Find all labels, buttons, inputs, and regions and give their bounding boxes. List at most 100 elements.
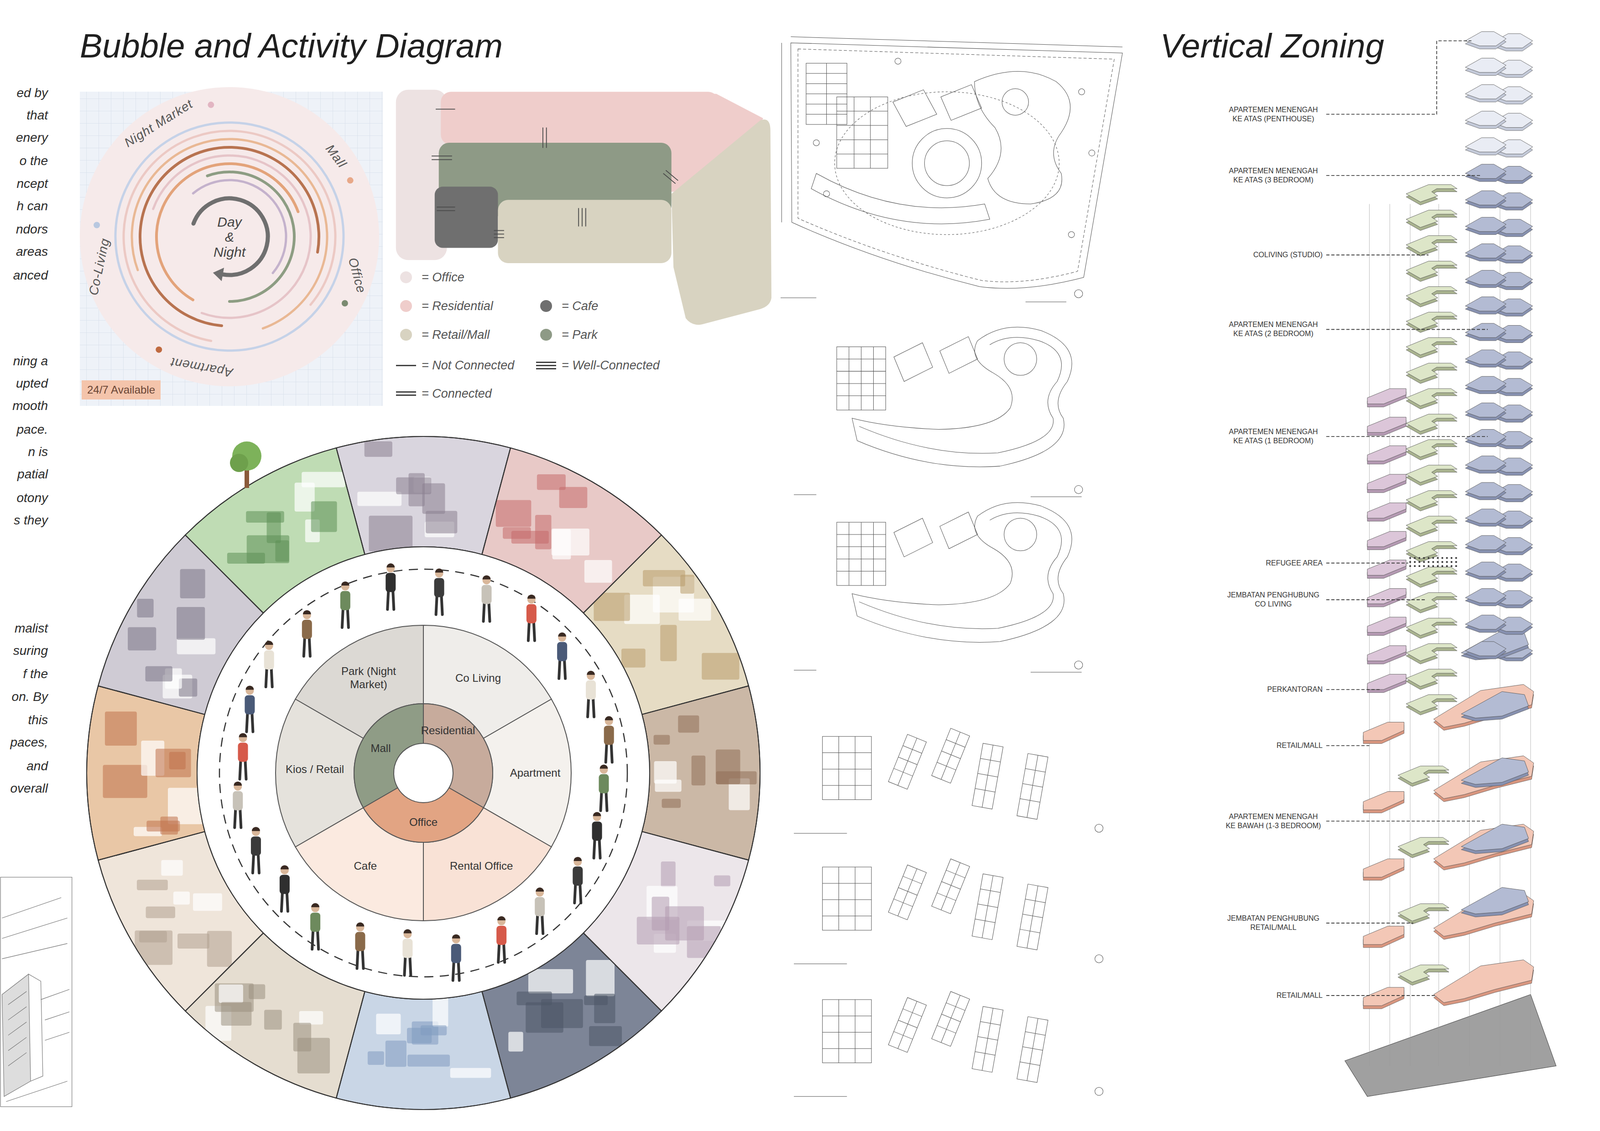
- vertical-zoning-model: [1406, 490, 1458, 509]
- vertical-zoning-model: [1465, 297, 1507, 312]
- legend-label: = Not Connected: [421, 357, 515, 374]
- floor-plan: [888, 734, 927, 790]
- illustration-panel: [205, 983, 330, 1074]
- legend-swatch: [400, 300, 412, 313]
- person-figure: [404, 957, 406, 976]
- zone-callout: REFUGEE AREA: [1266, 558, 1323, 569]
- floor-plan: [888, 734, 927, 790]
- leader-line: [1326, 599, 1427, 601]
- day-night-rings: [93, 222, 100, 229]
- person-figure: [481, 575, 492, 622]
- person-figure: [600, 792, 602, 812]
- person-figure: [385, 573, 396, 593]
- bubble-diagram: [665, 170, 678, 181]
- person-figure: [234, 809, 236, 829]
- person-figure: [250, 827, 261, 874]
- illustration-panel: [559, 487, 588, 509]
- vertical-zoning-model: [1465, 323, 1507, 338]
- illustration-panel: [293, 1023, 312, 1053]
- floor-plan: [859, 337, 1062, 454]
- person-figure: [579, 885, 581, 904]
- person-figure: [252, 854, 254, 874]
- person-figure: [593, 698, 595, 718]
- legend-swatch: [400, 328, 412, 341]
- person-figure: [586, 671, 595, 676]
- section-title: Vertical Zoning: [1160, 26, 1385, 66]
- vertical-zoning-model: [1406, 235, 1458, 254]
- vertical-zoning-model: [1465, 190, 1507, 205]
- bubble-diagram: [396, 89, 772, 325]
- zone-callout: APARTEMEN MENENGAH KE ATAS (3 BEDROOM): [1224, 166, 1323, 185]
- segment-label: Apartment: [510, 766, 561, 781]
- person-figure: [244, 685, 255, 732]
- illustration-panel: [220, 1002, 252, 1027]
- context-sketch: [1, 897, 70, 1102]
- vertical-zoning-model: [1367, 560, 1407, 576]
- day-night-rings: [213, 267, 225, 282]
- line-sample: [536, 368, 557, 370]
- illustration-panel: [660, 625, 677, 662]
- text-fragment: ncept: [16, 176, 49, 192]
- legend-swatch: [400, 271, 412, 284]
- floor-plan: [931, 728, 970, 784]
- text-fragment: ndors: [15, 221, 48, 238]
- vertical-zoning-model: [1363, 926, 1404, 945]
- illustration-panel: [103, 765, 148, 798]
- vertical-zoning-model: [1363, 987, 1404, 1006]
- person-figure: [534, 897, 545, 917]
- illustration-panel: [715, 750, 741, 785]
- vertical-zoning-model: [1422, 561, 1425, 563]
- line-sample: [536, 364, 557, 367]
- illustration-panel: [511, 531, 549, 544]
- illustration-panel: [450, 1068, 492, 1079]
- vertical-zoning-model: [1406, 694, 1458, 713]
- leader-line: [1326, 745, 1370, 747]
- vertical-zoning-model: [1465, 562, 1507, 577]
- person-figure: [599, 765, 608, 770]
- person-figure: [280, 865, 289, 870]
- vertical-zoning-model: [1367, 646, 1407, 662]
- vertical-zoning-model: [1363, 859, 1404, 878]
- site-plan: [940, 84, 982, 121]
- person-figure: [574, 885, 576, 904]
- vertical-zoning-model: [1344, 31, 1557, 1097]
- illustration-panel: [396, 477, 432, 495]
- illustration-panel: [180, 569, 206, 599]
- illustration-panel: [407, 1054, 450, 1067]
- badge-text: 24/7 Available: [87, 383, 156, 397]
- person-figure: [232, 791, 243, 811]
- vertical-zoning-model: [1406, 465, 1458, 483]
- vertical-zoning-model: [1465, 588, 1507, 604]
- floor-plan: [939, 336, 978, 374]
- vertical-zoning-model: [1465, 217, 1507, 232]
- line-sample: [396, 394, 417, 397]
- vertical-zoning-model: [1406, 388, 1458, 407]
- person-figure: [604, 716, 614, 721]
- person-figure: [340, 591, 351, 611]
- leader-line: [1326, 562, 1409, 564]
- vertical-zoning-model: [1406, 414, 1458, 432]
- person-figure: [611, 744, 613, 763]
- vertical-zoning-model: [1367, 531, 1407, 548]
- vertical-zoning-model: [1406, 286, 1458, 304]
- zone-callout: JEMBATAN PENGHUBUNG RETAIL/MALL: [1224, 914, 1323, 933]
- person-figure: [526, 604, 537, 624]
- illustration-panel: [264, 1010, 282, 1030]
- text-fragment: and: [26, 758, 48, 775]
- text-fragment: pace.: [16, 422, 49, 438]
- vertical-zoning-model: [1367, 588, 1407, 605]
- vertical-zoning-model: [1397, 766, 1449, 784]
- vertical-zoning-model: [1465, 482, 1507, 497]
- legend-label: = Park: [561, 327, 598, 343]
- vertical-zoning-model: [1367, 674, 1407, 690]
- illustration-panel: [375, 1014, 401, 1035]
- person-figure: [246, 713, 248, 732]
- vertical-zoning-model: [1427, 565, 1430, 568]
- person-figure: [572, 866, 583, 886]
- person-figure: [238, 742, 249, 762]
- vertical-zoning-model: [1465, 535, 1507, 550]
- zone-callout: PERKANTORAN: [1266, 685, 1323, 695]
- pie-segment: Kios / Retail: [273, 697, 366, 850]
- day-night-rings: [347, 177, 354, 184]
- vertical-zoning-model: [1433, 684, 1534, 728]
